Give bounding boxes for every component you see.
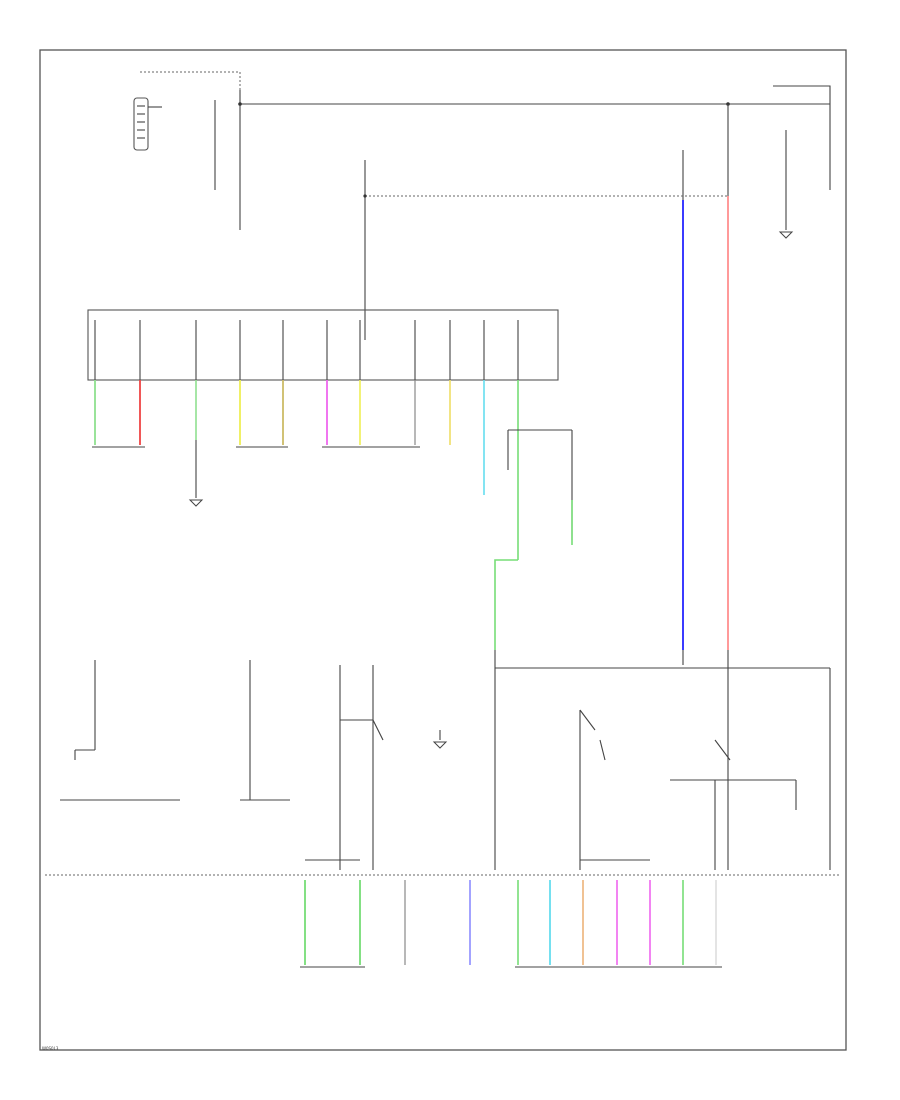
footer-code: W0S0L3	[42, 1046, 59, 1051]
ground-symbol-top-right	[778, 231, 794, 239]
diagram-frame	[39, 49, 847, 1051]
fuse-box-middle	[87, 309, 559, 381]
ground-symbol-center	[432, 741, 448, 749]
ground-symbol-mid-left	[188, 499, 204, 507]
battery-symbol	[133, 97, 162, 151]
